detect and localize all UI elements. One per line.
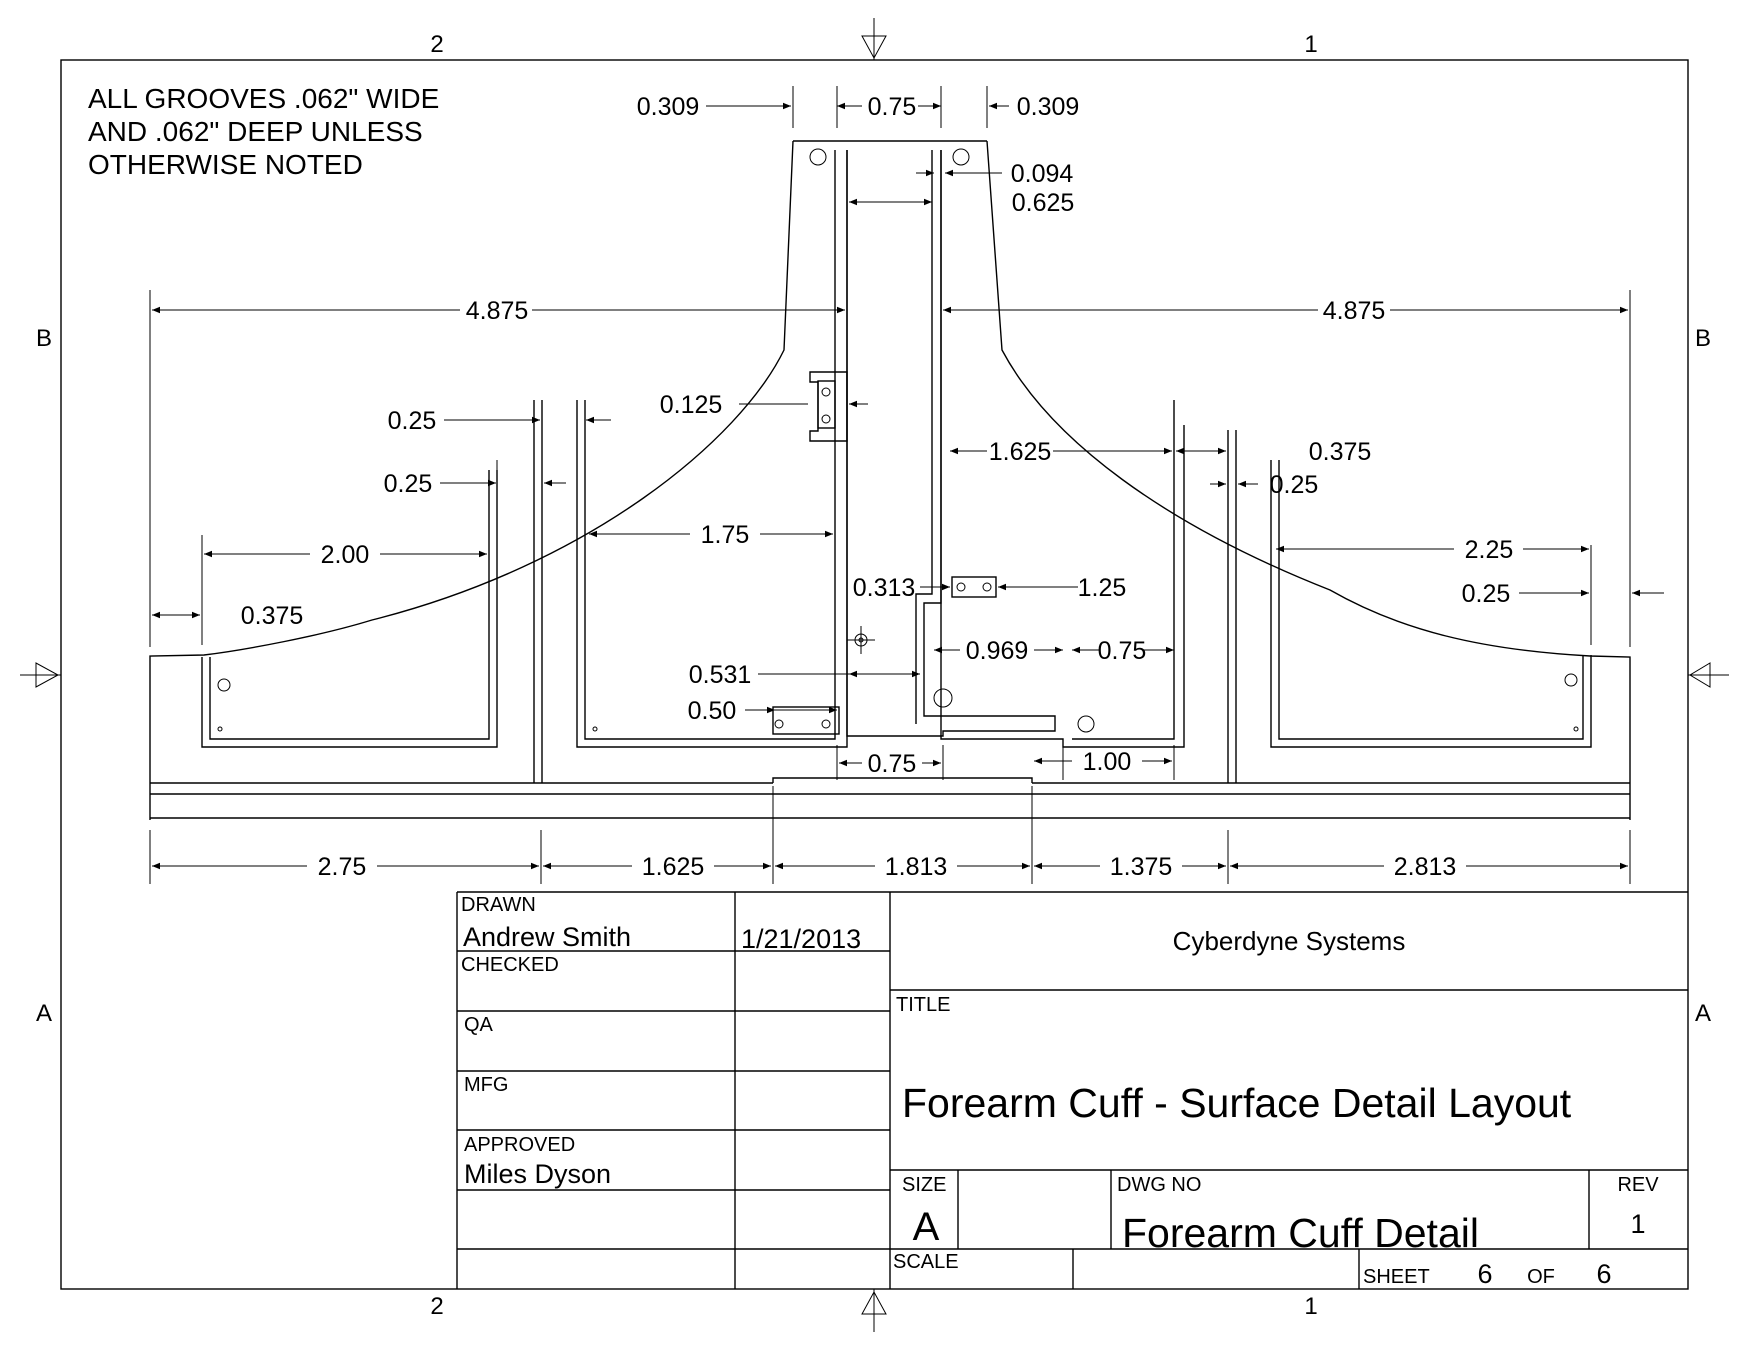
dim-top-right-0309: 0.309 bbox=[1017, 93, 1080, 121]
sheet-total: 6 bbox=[1596, 1259, 1611, 1289]
zone-label-left-upper: B bbox=[36, 325, 52, 352]
drawn-name: Andrew Smith bbox=[463, 922, 631, 952]
svg-text:ALL GROOVES .062" WIDE: ALL GROOVES .062" WIDE bbox=[88, 83, 439, 114]
dim-100: 1.00 bbox=[1083, 748, 1132, 776]
scale-label: SCALE bbox=[893, 1251, 959, 1273]
dimension-lines bbox=[152, 102, 1664, 870]
zone-label-right-upper: B bbox=[1695, 325, 1711, 352]
dim-top-left-0309: 0.309 bbox=[637, 93, 700, 121]
dwg-no-label: DWG NO bbox=[1117, 1174, 1201, 1196]
sheet-number: 6 bbox=[1477, 1259, 1492, 1289]
dim-left-0375: 0.375 bbox=[241, 602, 304, 630]
centering-mark-top bbox=[861, 18, 887, 60]
dim-left-025-a: 0.25 bbox=[388, 407, 437, 435]
dim-top-075: 0.75 bbox=[868, 93, 917, 121]
dim-right-025-b: 0.25 bbox=[1462, 580, 1511, 608]
zone-label-top-right: 1 bbox=[1304, 31, 1317, 58]
svg-text:OTHERWISE NOTED: OTHERWISE NOTED bbox=[88, 149, 363, 180]
zone-label-left-lower: A bbox=[36, 1000, 52, 1027]
zone-label-top-left: 2 bbox=[430, 31, 443, 58]
drawn-label: DRAWN bbox=[461, 894, 536, 916]
dim-bottom-275: 2.75 bbox=[318, 853, 367, 881]
zone-label-right-lower: A bbox=[1695, 1000, 1711, 1027]
dim-0625: 0.625 bbox=[1012, 189, 1075, 217]
dim-right-0375: 0.375 bbox=[1309, 438, 1372, 466]
title-label: TITLE bbox=[896, 994, 950, 1016]
svg-text:AND .062" DEEP UNLESS: AND .062" DEEP UNLESS bbox=[88, 116, 423, 147]
dim-0531: 0.531 bbox=[689, 661, 752, 689]
dim-225: 2.25 bbox=[1465, 536, 1514, 564]
part-outline bbox=[149, 140, 1631, 820]
dim-050: 0.50 bbox=[688, 697, 737, 725]
title-block: DRAWN Andrew Smith 1/21/2013 CHECKED QA … bbox=[456, 891, 1688, 1289]
of-label: OF bbox=[1527, 1266, 1555, 1288]
dim-125: 1.25 bbox=[1078, 574, 1127, 602]
dim-0313: 0.313 bbox=[853, 574, 916, 602]
size-label: SIZE bbox=[902, 1174, 946, 1196]
mfg-label: MFG bbox=[464, 1074, 508, 1096]
drawn-date: 1/21/2013 bbox=[741, 924, 861, 954]
rev-value: 1 bbox=[1630, 1209, 1645, 1239]
dimension-values: 0.309 0.75 0.309 0.094 0.625 4.875 4.875… bbox=[241, 93, 1514, 881]
dim-left-4875: 4.875 bbox=[466, 297, 529, 325]
qa-label: QA bbox=[464, 1014, 494, 1036]
dim-bottom-1625: 1.625 bbox=[642, 853, 705, 881]
centering-mark-left bbox=[20, 662, 61, 688]
general-note: ALL GROOVES .062" WIDE AND .062" DEEP UN… bbox=[88, 83, 439, 180]
dim-200: 2.00 bbox=[321, 541, 370, 569]
dim-bottom-2813: 2.813 bbox=[1394, 853, 1457, 881]
dim-0094: 0.094 bbox=[1011, 160, 1074, 188]
rev-label: REV bbox=[1617, 1174, 1659, 1196]
dim-0125: 0.125 bbox=[660, 391, 723, 419]
approved-name: Miles Dyson bbox=[464, 1159, 611, 1189]
dim-right-4875: 4.875 bbox=[1323, 297, 1386, 325]
centering-mark-right bbox=[1688, 662, 1729, 688]
dim-left-025-b: 0.25 bbox=[384, 470, 433, 498]
approved-label: APPROVED bbox=[464, 1134, 575, 1156]
zone-label-bottom-left: 2 bbox=[430, 1293, 443, 1320]
dim-bottom-1813: 1.813 bbox=[885, 853, 948, 881]
dim-right-025-a: 0.25 bbox=[1270, 471, 1319, 499]
drawing-title: Forearm Cuff - Surface Detail Layout bbox=[902, 1080, 1572, 1126]
dim-175: 1.75 bbox=[701, 521, 750, 549]
dim-0969: 0.969 bbox=[966, 637, 1029, 665]
size-value: A bbox=[913, 1205, 940, 1249]
zone-label-bottom-right: 1 bbox=[1304, 1293, 1317, 1320]
dim-bottom-1375: 1.375 bbox=[1110, 853, 1173, 881]
checked-label: CHECKED bbox=[461, 954, 559, 976]
company-name: Cyberdyne Systems bbox=[1173, 926, 1406, 956]
groove-layout bbox=[201, 148, 1592, 783]
extension-lines bbox=[149, 86, 1631, 884]
centering-mark-bottom bbox=[861, 1289, 887, 1332]
dim-075-bottom: 0.75 bbox=[868, 750, 917, 778]
dim-075-mid: 0.75 bbox=[1098, 637, 1147, 665]
sheet-label: SHEET bbox=[1363, 1266, 1430, 1288]
dim-1625-mid: 1.625 bbox=[989, 438, 1052, 466]
dwg-no-value: Forearm Cuff Detail bbox=[1122, 1210, 1479, 1256]
